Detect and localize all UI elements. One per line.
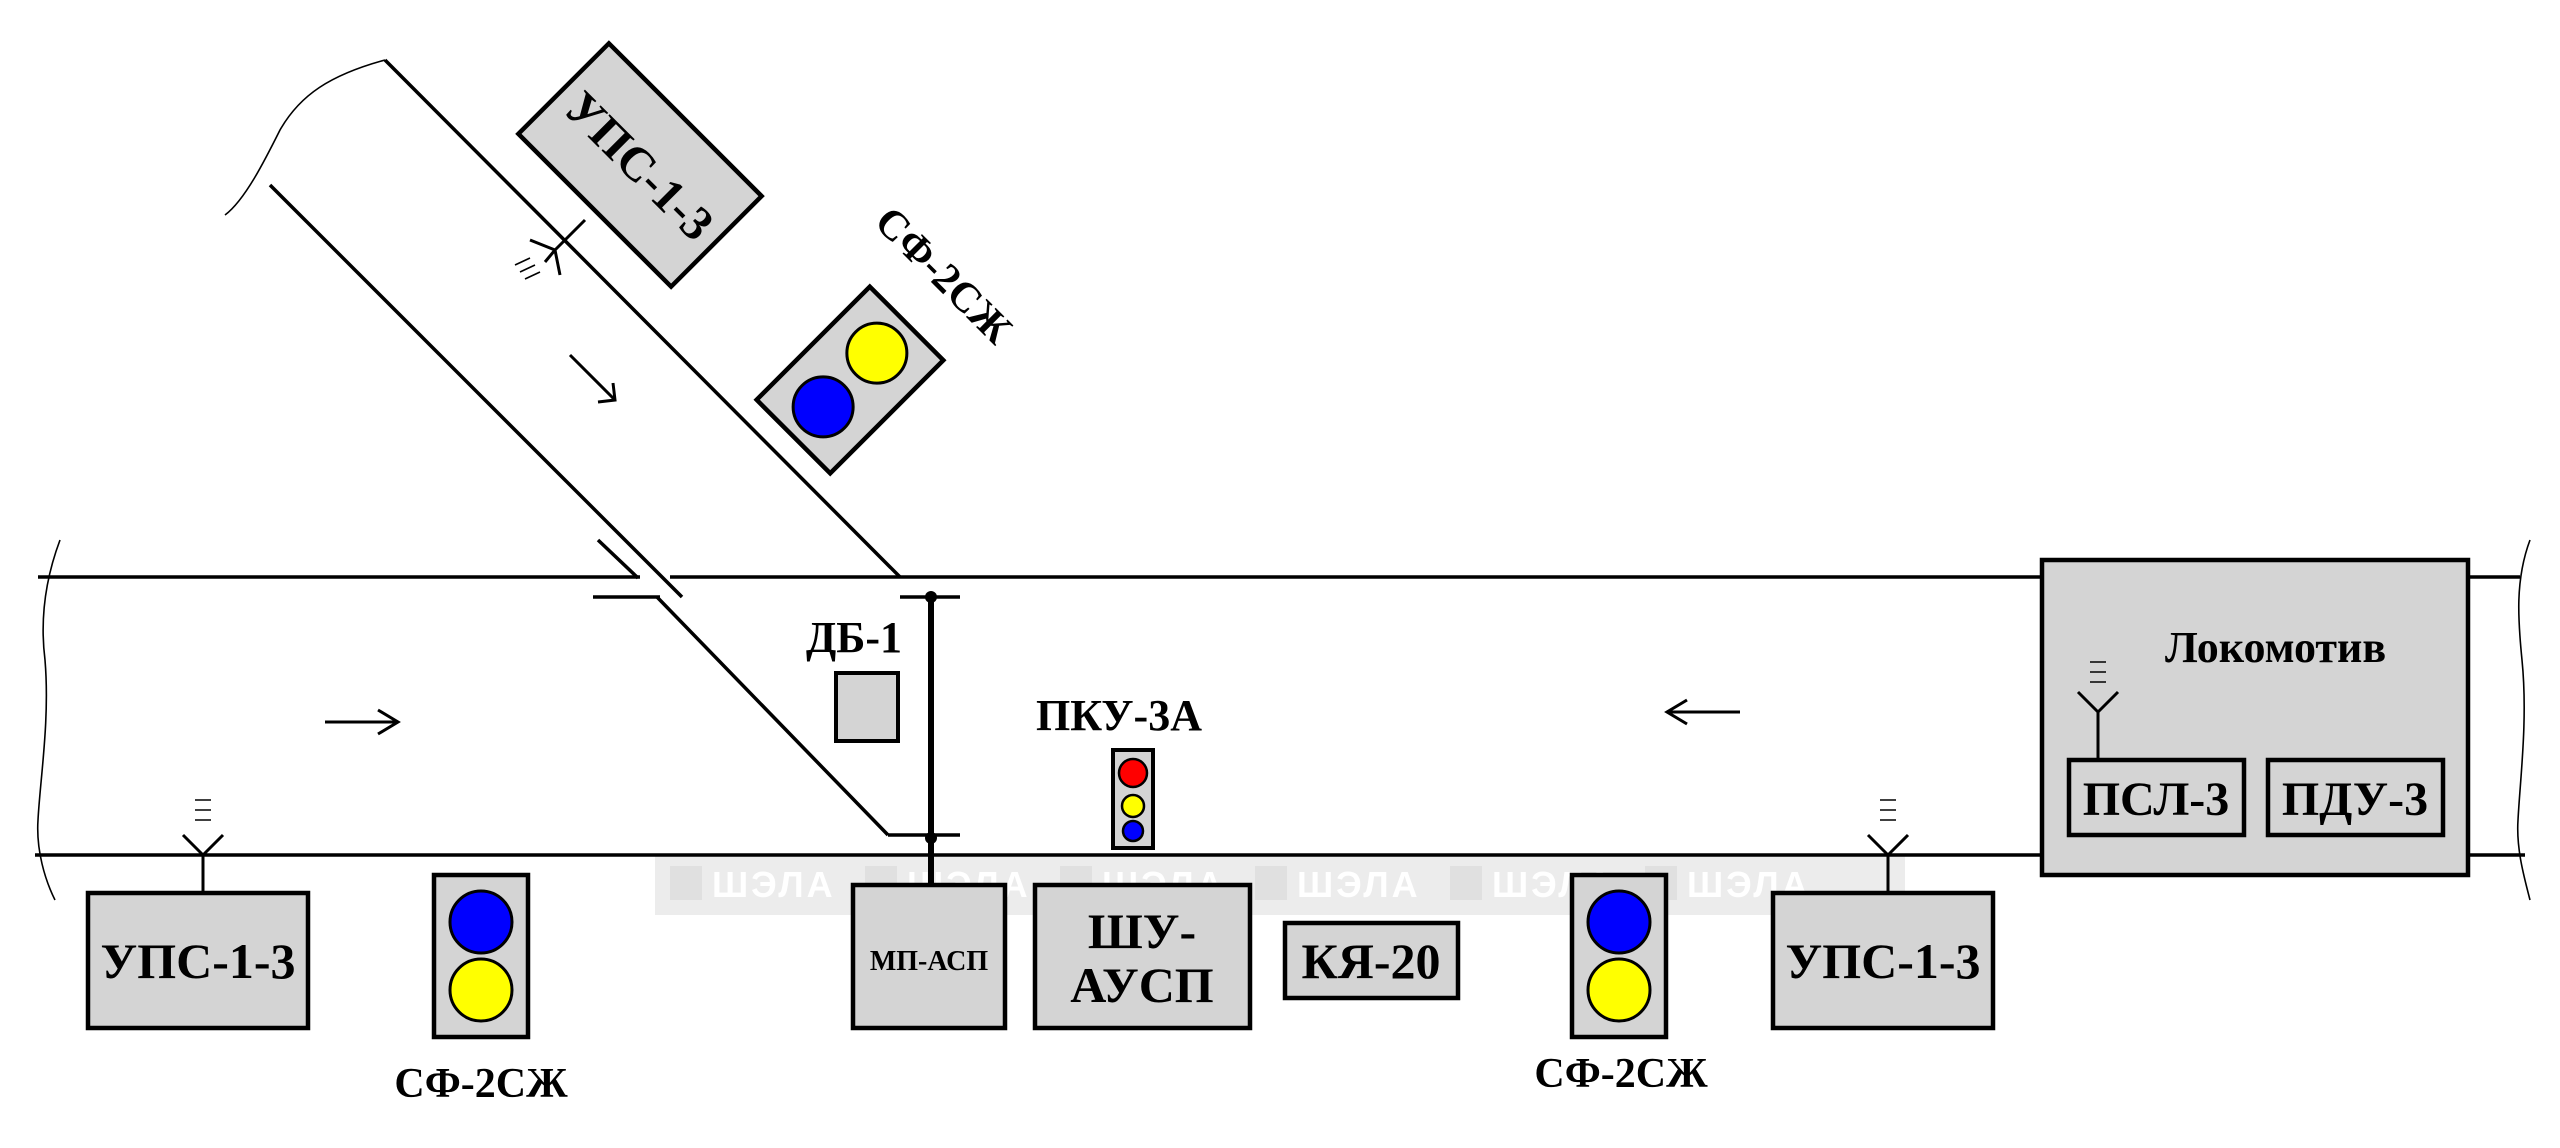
watermark-text: ШЭЛА — [1297, 864, 1421, 905]
ups-right-box — [1770, 890, 1996, 1031]
pdu3-box — [2265, 757, 2446, 838]
pku-label: ПКУ-3А — [1036, 691, 1202, 740]
shu-label-line2: АУСП — [1070, 957, 1213, 1013]
mp-asp-mast — [900, 591, 960, 885]
pdu3-label: ПДУ-3 — [2282, 773, 2428, 826]
db1-label: ДБ-1 — [806, 613, 902, 662]
signal-lamp-icon — [1586, 957, 1652, 1023]
watermark-logo — [670, 866, 702, 900]
watermark-band: ШЭЛАШЭЛАШЭЛАШЭЛАШЭЛАШЭЛА — [655, 855, 1905, 915]
sf-right-signal — [1569, 872, 1669, 1040]
direction-arrow-icon — [568, 353, 617, 404]
signal-lamp-icon — [448, 957, 514, 1023]
shu-ausp-box — [1032, 882, 1253, 1031]
signal-lamp-icon — [1120, 793, 1146, 819]
signal-lamp-icon — [1121, 819, 1145, 843]
mp-asp-label: МП-АСП — [870, 946, 989, 977]
branch-track — [224, 58, 960, 837]
watermark-logo — [1450, 866, 1482, 900]
antenna-icon — [1866, 799, 1910, 892]
main-track — [35, 539, 2531, 901]
kya20-box — [1282, 920, 1461, 1001]
antenna-icon — [514, 218, 587, 280]
direction-arrow-icon — [1664, 698, 1740, 726]
sf-diagonal-signal — [753, 283, 947, 477]
antenna-icon — [181, 799, 225, 892]
kya20-label: КЯ-20 — [1301, 933, 1440, 989]
signal-lamp-icon — [448, 889, 514, 955]
shu-label-line1: ШУ- — [1088, 903, 1196, 959]
psl3-label: ПСЛ-3 — [2083, 773, 2230, 826]
signal-lamp-icon — [791, 375, 855, 439]
watermark-logo — [1255, 866, 1287, 900]
locomotive-label: Локомотив — [2165, 623, 2386, 672]
ups-left-label: УПС-1-3 — [101, 933, 296, 989]
db1-box — [834, 671, 900, 743]
direction-arrow-icon — [325, 708, 401, 736]
pku-signal — [1111, 748, 1155, 850]
sf-left-label: СФ-2СЖ — [394, 1061, 568, 1107]
ups-right-label: УПС-1-3 — [1786, 933, 1981, 989]
mp-asp-box — [850, 882, 1008, 1031]
sf-left-signal — [431, 872, 531, 1040]
psl3-box — [2066, 757, 2247, 838]
signal-lamp-icon — [1586, 889, 1652, 955]
signal-lamp-icon — [845, 321, 909, 385]
sf-right-label: СФ-2СЖ — [1534, 1051, 1708, 1097]
antenna-icon — [2076, 661, 2120, 758]
watermark-text: ШЭЛА — [712, 864, 836, 905]
ups-left-box — [85, 890, 311, 1031]
signal-lamp-icon — [1117, 757, 1149, 789]
